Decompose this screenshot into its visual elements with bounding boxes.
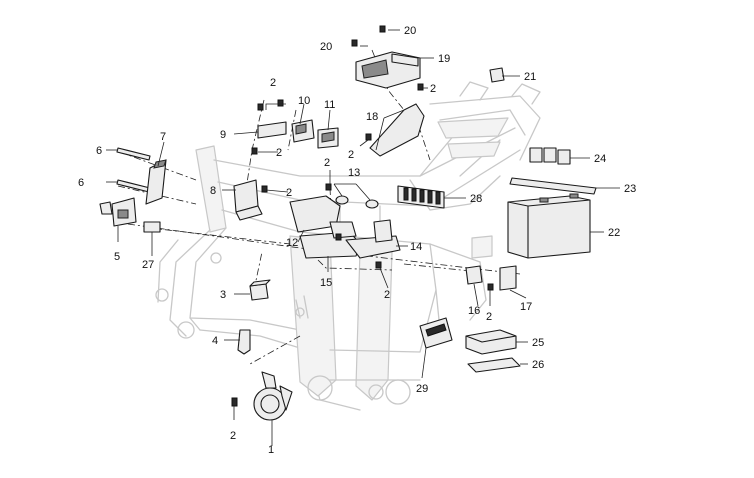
callout-12: 12	[286, 237, 298, 249]
callout-2: 2	[486, 311, 492, 323]
frame-outline	[155, 81, 541, 411]
callout-28: 28	[470, 193, 482, 205]
callout-6: 6	[78, 177, 84, 189]
part-small-bolts	[251, 83, 494, 291]
callout-8: 8	[210, 185, 216, 197]
callout-labels: 1 2 3 4 5 6 6 7 8 9 10 11 12 13 14 15 16…	[78, 25, 636, 456]
part-center-bracket	[289, 195, 361, 259]
callout-2: 2	[324, 157, 330, 169]
part-module-11	[317, 127, 339, 149]
callout-10: 10	[298, 95, 310, 107]
callout-16: 16	[468, 305, 480, 317]
callout-27: 27	[142, 259, 154, 271]
callout-5: 5	[114, 251, 120, 263]
part-fuse-block	[397, 185, 445, 209]
callout-20: 20	[404, 25, 416, 37]
callout-2: 2	[286, 187, 292, 199]
callout-2: 2	[276, 147, 282, 159]
callout-18: 18	[366, 111, 378, 123]
callout-2: 2	[230, 430, 236, 442]
part-cover	[145, 159, 167, 205]
part-battery-strap	[509, 177, 597, 195]
callout-20: 20	[320, 41, 332, 53]
callout-19: 19	[438, 53, 450, 65]
callout-3: 3	[220, 289, 226, 301]
part-plate	[257, 121, 287, 139]
callout-4: 4	[212, 335, 218, 347]
part-relay-21	[489, 67, 505, 83]
callout-25: 25	[532, 337, 544, 349]
part-relay-bracket	[237, 329, 251, 355]
callout-9: 9	[220, 129, 226, 141]
part-fuse-box	[355, 51, 421, 89]
callout-7: 7	[160, 131, 166, 143]
part-bolts-20	[351, 25, 386, 47]
callout-24: 24	[594, 153, 606, 165]
part-small-bracket	[465, 265, 483, 285]
part-mount-bracket	[233, 179, 263, 221]
callout-23: 23	[624, 183, 636, 195]
callout-1: 1	[268, 444, 274, 456]
callout-11: 11	[324, 99, 335, 111]
callout-15: 15	[320, 277, 332, 289]
callout-22: 22	[608, 227, 620, 239]
leader-lines	[106, 29, 620, 446]
part-pad-25	[465, 329, 517, 355]
part-module-10	[291, 119, 315, 143]
part-bracket-27	[143, 221, 161, 233]
part-grommets	[335, 195, 379, 209]
part-fuses	[529, 147, 571, 165]
part-connector	[499, 265, 517, 291]
callout-14: 14	[410, 241, 422, 253]
bolt-icon	[231, 397, 238, 420]
callout-2: 2	[384, 289, 390, 301]
callout-21: 21	[524, 71, 536, 83]
callout-17: 17	[520, 301, 532, 313]
callout-26: 26	[532, 359, 544, 371]
part-switch-unit	[99, 197, 137, 227]
part-tray-bracket	[345, 219, 401, 259]
callout-2: 2	[348, 149, 354, 161]
callout-2: 2	[430, 83, 436, 95]
part-horn	[253, 371, 293, 421]
part-relay	[249, 279, 271, 301]
part-module-29	[419, 317, 453, 349]
callout-2: 2	[270, 77, 276, 89]
part-battery	[507, 193, 591, 259]
part-long-bolts	[116, 147, 151, 193]
part-sheet-26	[467, 357, 521, 373]
callout-6: 6	[96, 145, 102, 157]
callout-13: 13	[348, 167, 360, 179]
callout-29: 29	[416, 383, 428, 395]
